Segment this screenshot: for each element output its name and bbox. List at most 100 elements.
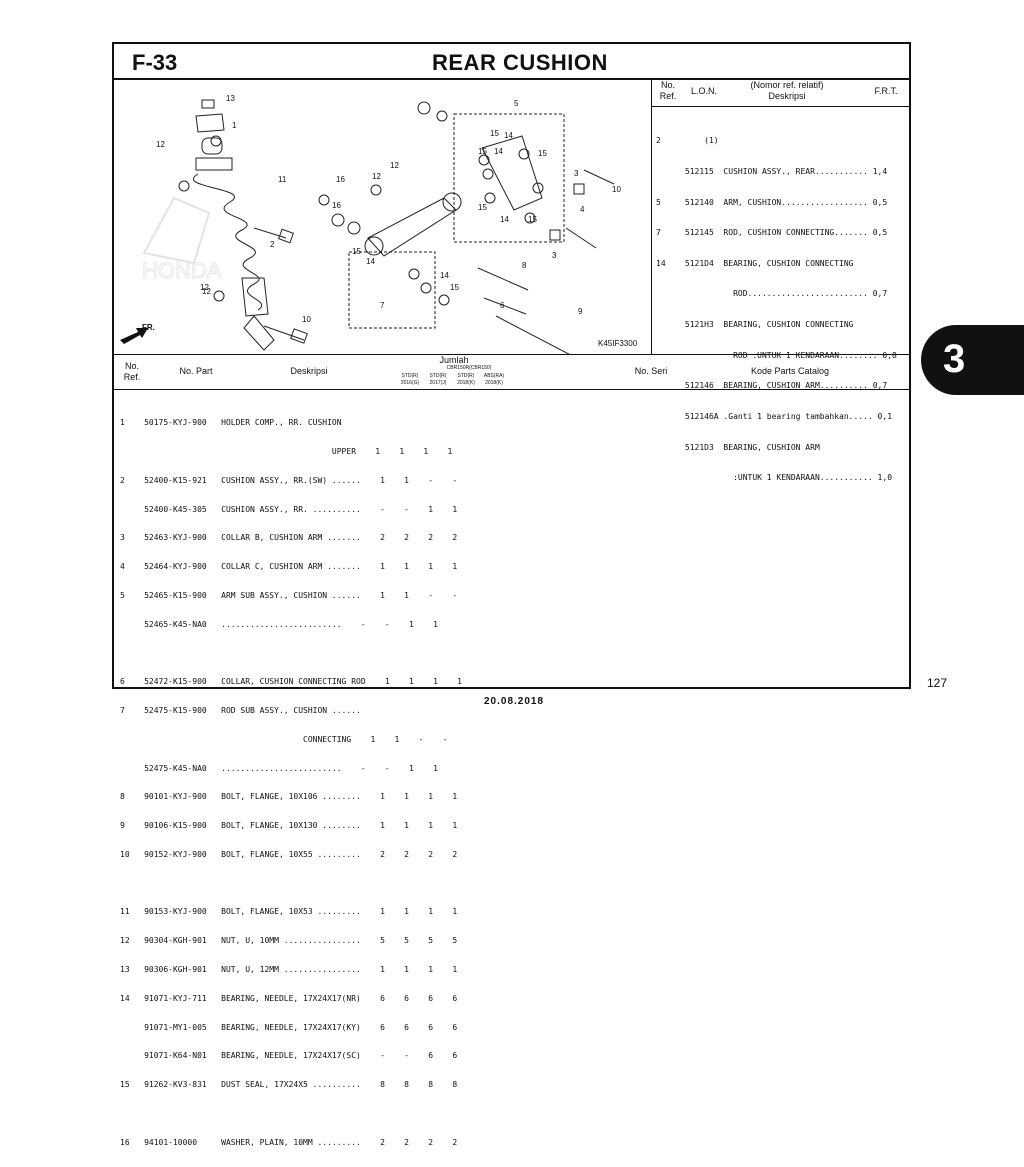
callout: 3 (552, 251, 557, 260)
ref-line: 512146 BEARING, CUSHION ARM.......... 0,… (656, 381, 888, 391)
callout: 14 (500, 215, 509, 224)
ref-no-label: No. (660, 80, 675, 90)
cushion-arm-drawing (417, 101, 615, 249)
callout: 6 (500, 301, 505, 310)
parts-desk-label: Deskripsi (290, 366, 328, 376)
callout: 11 (278, 175, 287, 184)
table-row (120, 1109, 520, 1119)
callout: 8 (522, 261, 527, 270)
callout: 10 (612, 185, 621, 194)
parts-col-label: ABS(RA) (483, 373, 505, 379)
table-row: 91071-K64-N01 BEARING, NEEDLE, 17X24X17(… (120, 1051, 458, 1061)
ref-frt-label: F.R.T. (874, 86, 898, 96)
svg-text:HONDA: HONDA (142, 258, 222, 283)
table-row: 3 52463-KYJ-900 COLLAR B, CUSHION ARM ..… (120, 533, 458, 543)
page-header: F-33 REAR CUSHION (114, 44, 909, 80)
parts-col-label: STD(R) (429, 373, 447, 379)
table-row: 4 52464-KYJ-900 COLLAR C, CUSHION ARM ..… (120, 562, 458, 572)
callout: 15 (490, 129, 499, 138)
section-tab: 3 (921, 325, 1024, 395)
callout: 14 (366, 257, 375, 266)
ref-table-header: No. Ref. L.O.N. (Nomor ref. relatif) Des… (652, 78, 909, 107)
table-row: 9 90106-K15-900 BOLT, FLANGE, 10X130 ...… (120, 821, 458, 831)
section-number: 3 (943, 337, 966, 381)
table-row: 10 90152-KYJ-900 BOLT, FLANGE, 10X55 ...… (120, 849, 458, 859)
ref-line: 512115 CUSHION ASSY., REAR........... 1,… (656, 167, 888, 177)
parts-ref-label: Ref. (123, 372, 141, 382)
callout: 14 (504, 131, 513, 140)
callout: 15 (478, 147, 487, 156)
ref-desk-label: Deskripsi (768, 91, 806, 101)
front-label: FR. (142, 323, 155, 332)
parts-no-label: No. (124, 361, 139, 371)
ref-line: 5121H3 BEARING, CUSHION CONNECTING (656, 320, 854, 330)
table-row: 52400-K45-305 CUSHION ASSY., RR. .......… (120, 504, 458, 514)
callout: 12 (200, 283, 209, 292)
ref-line: 512146A .Ganti 1 bearing tambahkan..... … (656, 411, 893, 421)
callout: 15 (352, 247, 361, 256)
callout: 9 (578, 307, 583, 316)
page-number: 127 (927, 676, 948, 690)
table-row: 14 91071-KYJ-711 BEARING, NEEDLE, 17X24X… (120, 993, 458, 1003)
table-row: 1 50175-KYJ-900 HOLDER COMP., RR. CUSHIO… (120, 418, 342, 428)
callout: 12 (372, 172, 381, 181)
callout: 15 (450, 283, 459, 292)
callout: 15 (528, 215, 537, 224)
parts-year-label: 2016(G) (400, 380, 420, 386)
ref-line: :UNTUK 1 KENDARAAN........... 1,0 (656, 473, 893, 483)
rear-cushion-drawing (178, 99, 308, 351)
exploded-diagram: HONDA (114, 78, 652, 371)
table-row (120, 648, 520, 658)
table-row: 6 52472-K15-900 COLLAR, CUSHION CONNECTI… (120, 677, 462, 687)
callout: 10 (302, 315, 311, 324)
table-row: UPPER 1 1 1 1 (120, 446, 453, 456)
table-row: 16 94101-10000 WASHER, PLAIN, 10MM .....… (120, 1137, 458, 1147)
table-row (120, 879, 520, 889)
parts-year-label: 2018(K) (457, 380, 475, 386)
parts-partno-label: No. Part (179, 366, 213, 376)
table-row: 12 90304-KGH-901 NUT, U, 10MM ..........… (120, 936, 458, 946)
table-row: 5 52465-K15-900 ARM SUB ASSY., CUSHION .… (120, 590, 458, 600)
parts-seri-label: No. Seri (634, 366, 668, 376)
parts-col-label: STD(R) (457, 373, 475, 379)
callout: 14 (440, 271, 449, 280)
callout: 2 (270, 240, 275, 249)
connecting-rod-drawing (318, 184, 462, 329)
table-row: 8 90101-KYJ-900 BOLT, FLANGE, 10X106 ...… (120, 792, 458, 802)
callout: 14 (494, 147, 503, 156)
ref-line: 2 (1) (656, 136, 719, 146)
parts-year-label: 2017(J) (429, 380, 447, 386)
section-divider (114, 354, 909, 355)
callout: 16 (336, 175, 345, 184)
callout: 4 (580, 205, 585, 214)
front-arrow: FR. (120, 323, 155, 344)
callout: 12 (390, 161, 399, 170)
ref-ref-label: Ref. (659, 91, 677, 101)
page-frame: F-33 REAR CUSHION HONDA (112, 42, 911, 1147)
callout: 15 (478, 203, 487, 212)
ref-lon-label: L.O.N. (690, 86, 717, 96)
figure-code: F-33 (132, 50, 178, 75)
figure-ref-code: K45IF3300 (598, 339, 638, 348)
callout: 3 (574, 169, 579, 178)
table-row: 15 91262-KV3-831 DUST SEAL, 17X24X5 ....… (120, 1080, 458, 1090)
ref-table-body: 2 (1) 512115 CUSHION ASSY., REAR........… (656, 116, 906, 504)
ref-line: 7 512145 ROD, CUSHION CONNECTING....... … (656, 228, 888, 238)
page-title: REAR CUSHION (432, 50, 608, 75)
parts-jumlah-label: Jumlah (439, 355, 469, 365)
callout: 16 (332, 201, 341, 210)
bolts-drawing (477, 267, 587, 371)
ref-line: ROD......................... 0,7 (656, 289, 888, 299)
parts-catalog-label: Kode Parts Catalog (750, 366, 830, 376)
ref-line: 5 512140 ARM, CUSHION.................. … (656, 197, 888, 207)
diagram-svg: HONDA (120, 94, 638, 371)
parts-year-label: 2018(K) (485, 380, 503, 386)
parts-table-header: No. Ref. No. Part Deskripsi Jumlah CBR15… (114, 355, 909, 390)
callout-labels: 13 1 12 11 2 12 10 12 16 5 15 14 15 14 1… (156, 94, 621, 324)
parts-model-label: CBR150R(CBR150) (446, 365, 492, 371)
brand-watermark: HONDA (142, 196, 222, 284)
table-row: 7 52475-K15-900 ROD SUB ASSY., CUSHION .… (120, 706, 361, 715)
parts-col-label: STD(R) (401, 373, 419, 379)
callout: 5 (514, 99, 519, 108)
ref-line: 5121D3 BEARING, CUSHION ARM (656, 442, 820, 452)
